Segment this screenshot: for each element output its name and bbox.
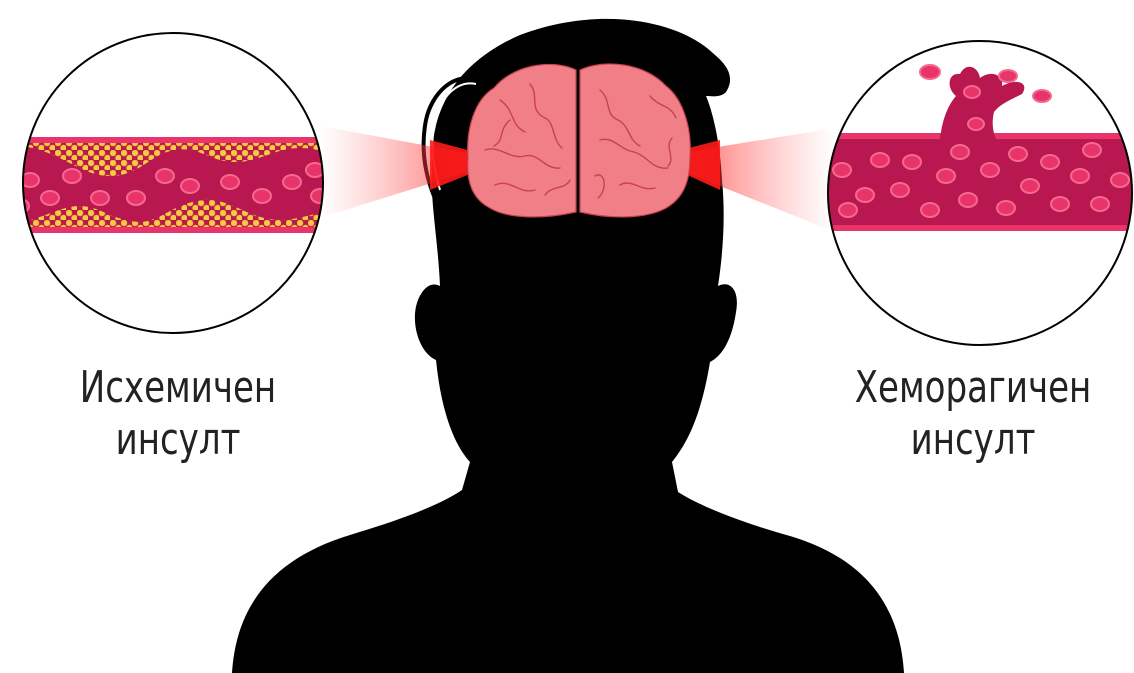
hemorrhagic-vessel-icon [825,41,1134,345]
ischemic-label-line1: Исхемичен [58,362,299,414]
ischemic-vessel-icon [10,33,340,333]
ischemic-label-line2: инсулт [58,414,299,466]
ischemic-stroke-label: Исхемичен инсулт [58,362,299,466]
hemorrhagic-stroke-label: Хеморагичен инсулт [840,362,1107,466]
hemorrhagic-label-line1: Хеморагичен [840,362,1107,414]
hemorrhagic-label-line2: инсулт [840,414,1107,466]
